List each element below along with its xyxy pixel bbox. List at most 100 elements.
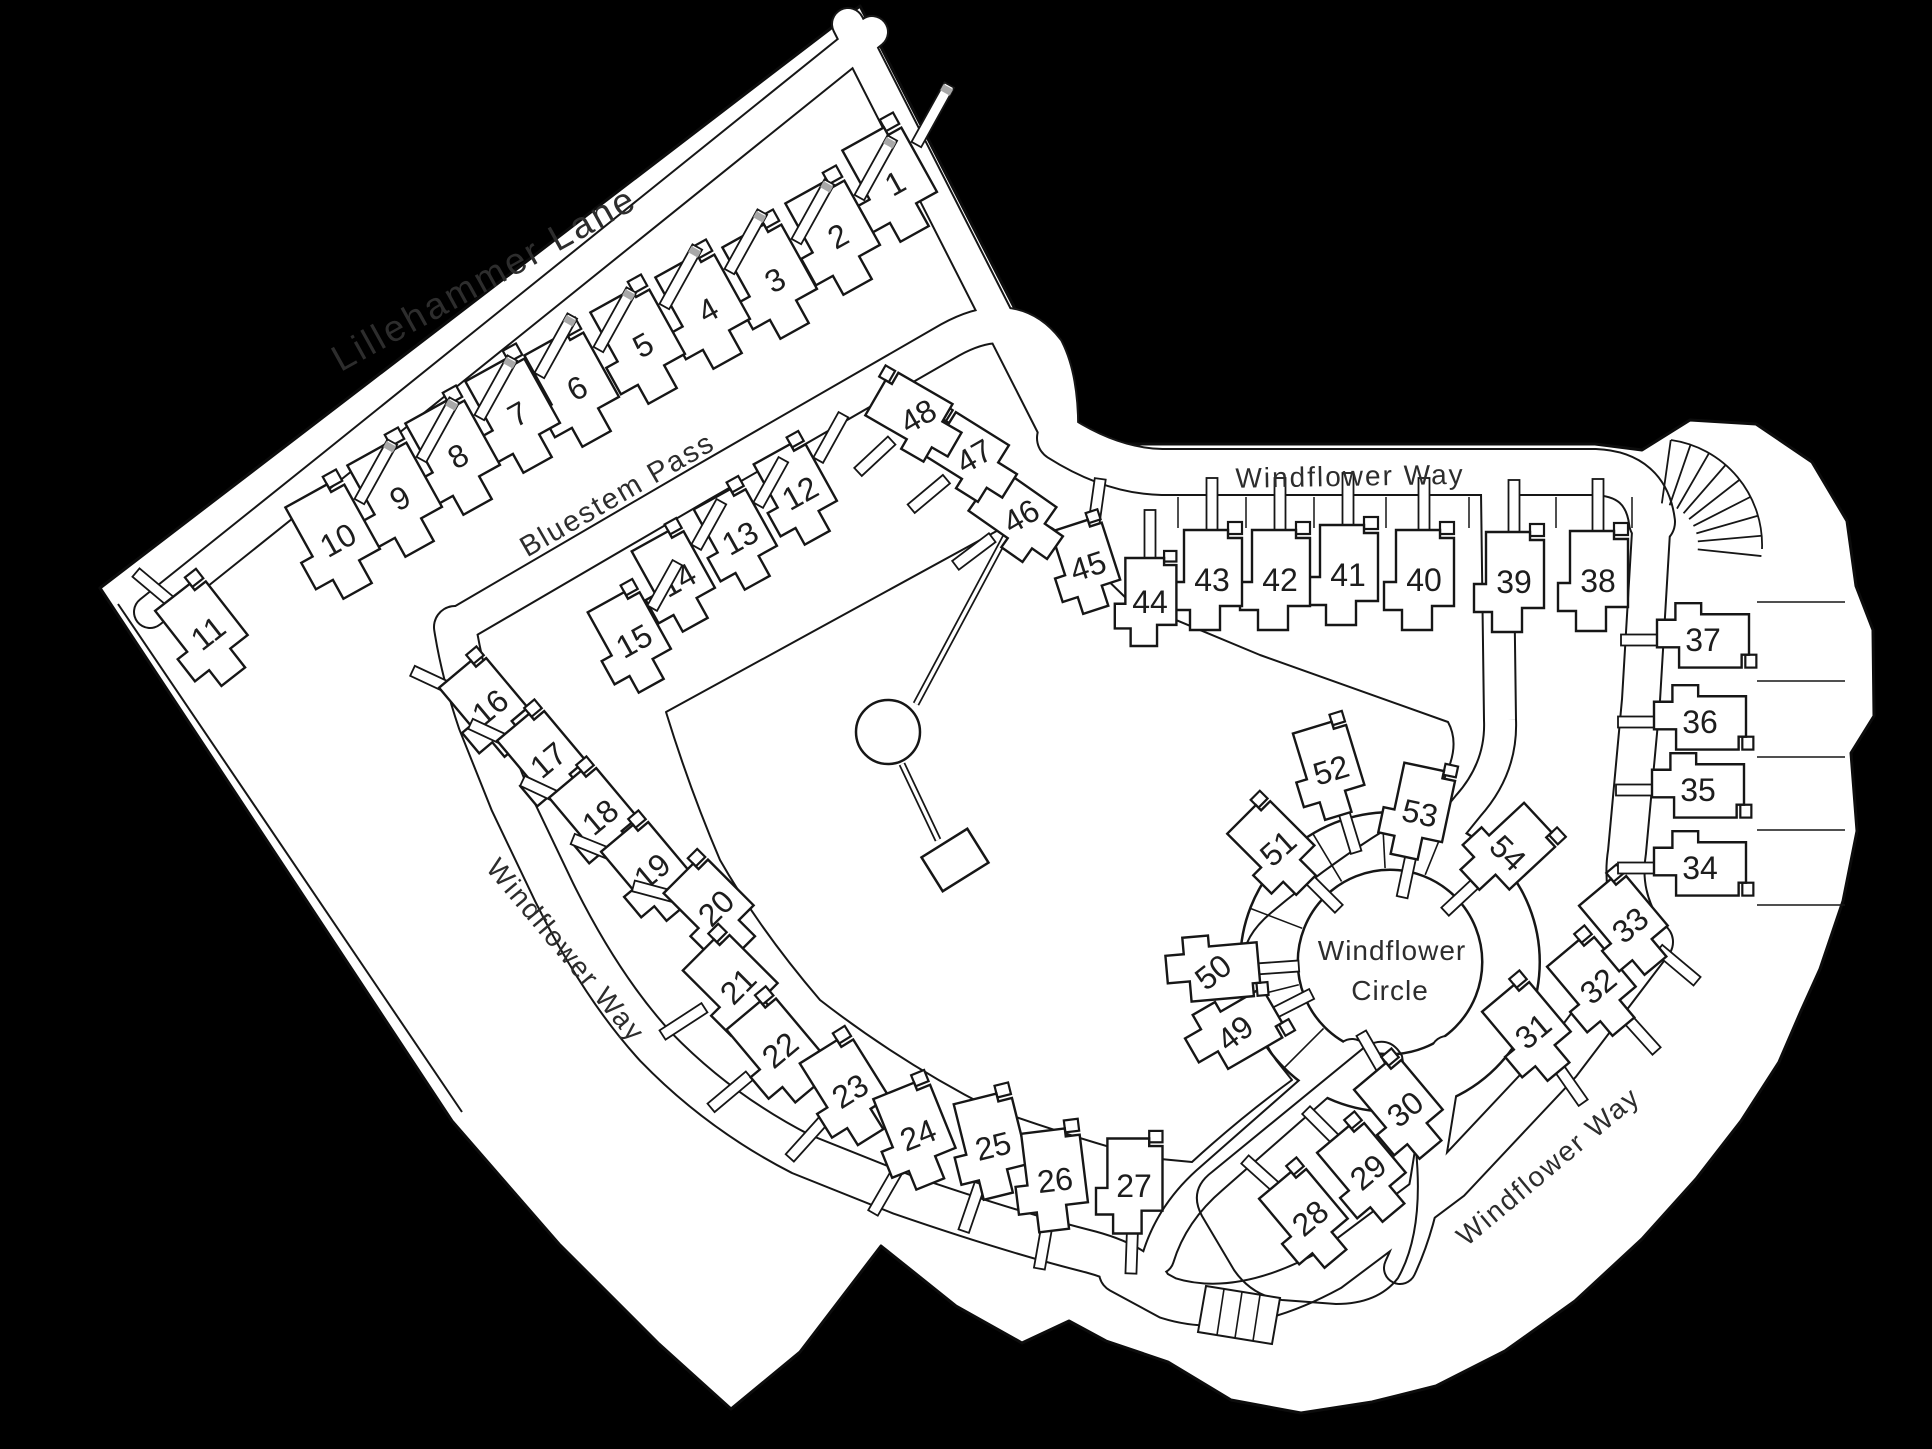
road-surface-circle-connector-north (1419, 477, 1516, 863)
lot-30: 30 (1352, 1029, 1445, 1161)
pond (854, 698, 922, 766)
block-28-30-outline (1195, 1040, 1419, 1306)
house-footprint (1652, 829, 1755, 897)
lot-15: 15 (586, 558, 684, 695)
lot-35: 35 (1615, 751, 1753, 819)
lot-45: 45 (1049, 477, 1122, 616)
house-footprint (1049, 507, 1122, 616)
driveway-stub (690, 497, 728, 552)
house-footprint (1315, 1109, 1408, 1224)
house-footprint (1164, 934, 1270, 1003)
sidewalk-tick (753, 211, 767, 223)
house-footprint (1094, 1129, 1164, 1235)
sidewalk-tick (445, 399, 459, 411)
walkway-2 (900, 763, 940, 841)
house-footprint (871, 1068, 958, 1192)
lot-number: 44 (1132, 584, 1168, 620)
lot-number: 41 (1330, 557, 1366, 593)
lot-9: 9 (345, 396, 461, 559)
lot-51: 51 (1225, 789, 1344, 914)
boundary-hatch-stub (1196, 1284, 1282, 1346)
driveway-stub (415, 396, 461, 464)
house-footprint (1225, 789, 1318, 897)
house-footprint (1655, 601, 1758, 669)
circle-spoke (1249, 907, 1303, 930)
lot-20: 20 (630, 847, 757, 959)
house-footprint (863, 363, 964, 464)
lot-number: 43 (1194, 562, 1230, 598)
walkway (914, 531, 1010, 705)
lot-13: 13 (692, 455, 790, 592)
street-label-windflower-way-top: Windflower Way (1235, 459, 1465, 494)
sidewalk-tick (383, 441, 397, 453)
circle-spoke (1312, 833, 1343, 882)
driveway-stub (658, 243, 704, 311)
sidewalk-tick (883, 137, 897, 149)
lot-24: 24 (867, 1068, 958, 1217)
house-footprint (586, 577, 673, 695)
road-surface-windflower-way-top (1038, 416, 1674, 544)
road-surface-northeast-connector (833, 9, 1075, 456)
verge-line (117, 603, 463, 1113)
lot-number: 40 (1406, 562, 1442, 598)
driveway-stub (592, 286, 638, 354)
lot-number: 38 (1580, 563, 1616, 599)
house-footprint (1650, 751, 1753, 819)
house-footprint (1170, 520, 1244, 632)
lot-39: 39 (1472, 479, 1546, 634)
lot-12: 12 (752, 410, 850, 547)
lot-number: 53 (1399, 792, 1441, 835)
driveway-stub (723, 208, 769, 276)
lot-number: 35 (1680, 772, 1716, 808)
circle-spoke (1283, 1027, 1325, 1069)
lot-29: 29 (1300, 1104, 1408, 1224)
street-label-windflower-circle-line2: Circle (1351, 975, 1429, 1006)
road-surface-bluestem-pass (438, 308, 1078, 644)
driveway-stub (646, 558, 684, 613)
lot-38: 38 (1556, 478, 1630, 633)
lot-33: 33 (1577, 862, 1702, 987)
house-footprint (153, 567, 250, 688)
lot-number: 34 (1682, 850, 1718, 886)
lot-number: 26 (1035, 1160, 1075, 1200)
corner-hatch-fan (1660, 439, 1763, 557)
lot-26: 26 (1014, 1117, 1090, 1271)
driveway-stub (910, 81, 956, 149)
house-footprint (1113, 549, 1178, 648)
house-footprint (952, 1081, 1030, 1202)
lot-25: 25 (952, 1081, 1030, 1235)
house-footprint (1291, 709, 1366, 822)
lot-22: 22 (706, 984, 822, 1114)
lot-49: 49 (1183, 986, 1316, 1071)
house-footprint (1382, 520, 1456, 632)
road-surface-lillehammer-lane (135, 17, 887, 627)
house-footprint (1257, 1155, 1350, 1270)
house-footprint (1376, 761, 1460, 861)
driveway-stub (473, 354, 519, 422)
lot-5: 5 (588, 243, 704, 406)
lot-1: 1 (840, 81, 956, 244)
lot-23: 23 (784, 1024, 891, 1163)
driveway-stub (706, 1070, 755, 1114)
house-footprint (661, 847, 757, 959)
lot-46: 46 (950, 461, 1065, 572)
driveway-stub (353, 438, 399, 506)
lot-36: 36 (1617, 683, 1755, 751)
house-footprint (1472, 522, 1546, 634)
lot-27: 27 (1094, 1129, 1164, 1275)
lot-53: 53 (1376, 761, 1460, 900)
sidewalk-tick (940, 84, 954, 96)
lot-44: 44 (1113, 509, 1178, 648)
driveway-stub (790, 178, 836, 246)
house-footprint (1652, 683, 1755, 751)
lot-50: 50 (1164, 934, 1301, 1003)
lot-28: 28 (1240, 1154, 1350, 1270)
house-footprint (1480, 968, 1573, 1083)
lot-number: 37 (1685, 622, 1721, 658)
sidewalk-tick (503, 357, 517, 369)
lot-43: 43 (1170, 477, 1244, 632)
driveway-stub (658, 1001, 709, 1041)
pavilion (919, 827, 991, 893)
lot-number: 25 (971, 1124, 1014, 1168)
